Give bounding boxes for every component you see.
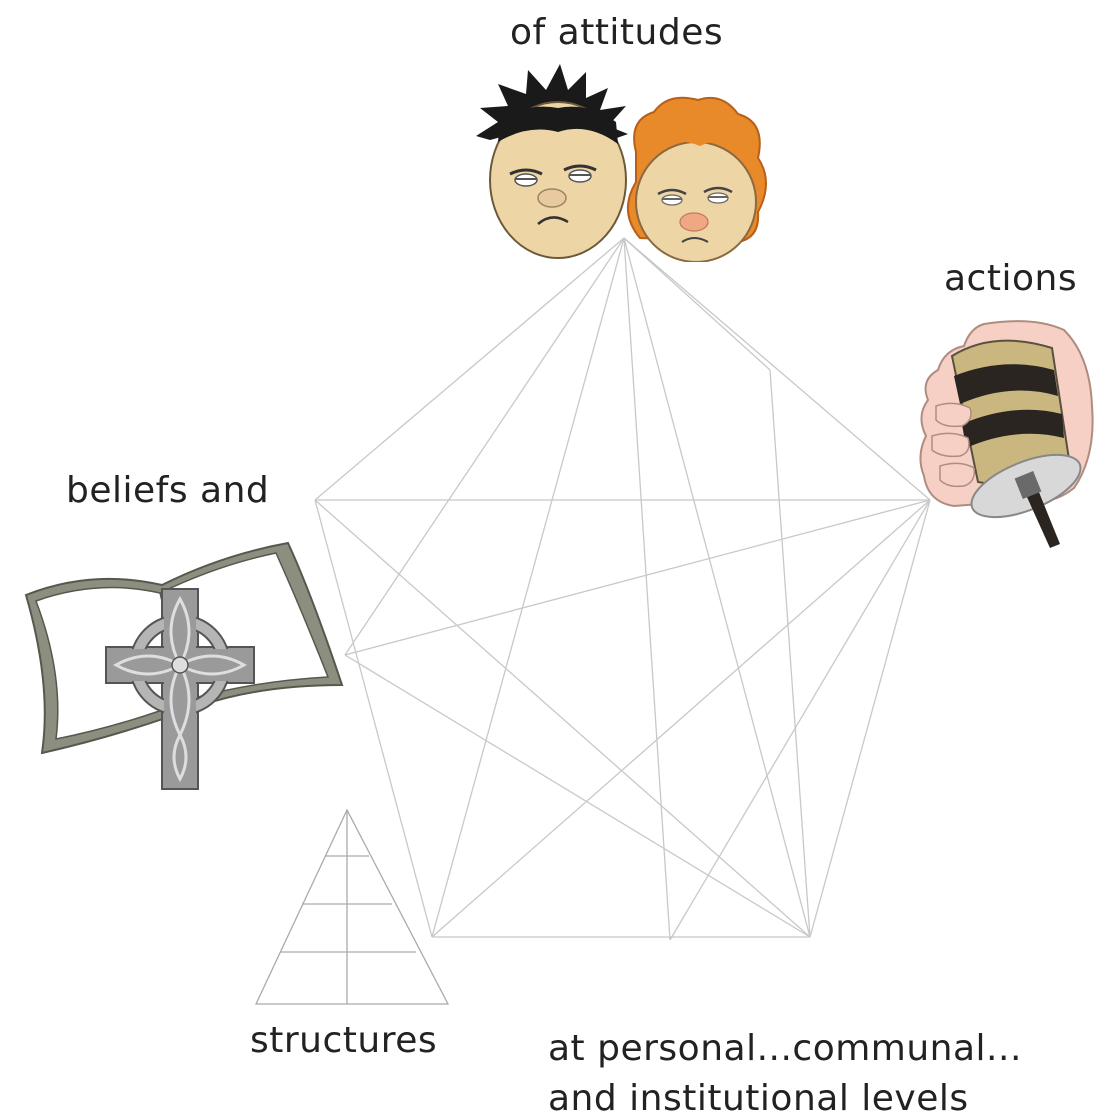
web-line xyxy=(809,499,931,938)
web-line xyxy=(314,499,811,938)
bible-celtic-cross-icon xyxy=(24,541,344,790)
two-faces-icon xyxy=(476,64,767,262)
dark-haired-face xyxy=(476,64,628,259)
pyramid-icon xyxy=(254,808,450,1005)
web-line xyxy=(669,499,931,941)
label-levels-line1: at personal...communal... xyxy=(548,1028,1022,1069)
web-line xyxy=(344,499,931,656)
orange-haired-face xyxy=(626,96,767,262)
web-line xyxy=(314,237,625,501)
web-line xyxy=(623,237,811,938)
hand-holding-knife-icon xyxy=(919,320,1094,548)
web-line xyxy=(623,237,671,941)
web-line xyxy=(344,654,811,938)
web-line xyxy=(623,237,771,371)
web-line xyxy=(623,237,931,501)
web-line xyxy=(344,237,625,656)
web-line xyxy=(769,369,811,938)
label-levels-line2: and institutional levels xyxy=(548,1078,969,1119)
web-line xyxy=(431,499,931,938)
celtic-cross xyxy=(105,588,255,790)
web-line xyxy=(314,499,433,938)
web-line xyxy=(431,237,625,938)
label-structures: structures xyxy=(250,1020,438,1061)
label-actions: actions xyxy=(944,258,1078,299)
label-beliefs: beliefs and xyxy=(66,470,270,511)
label-attitudes: of attitudes xyxy=(510,12,724,53)
